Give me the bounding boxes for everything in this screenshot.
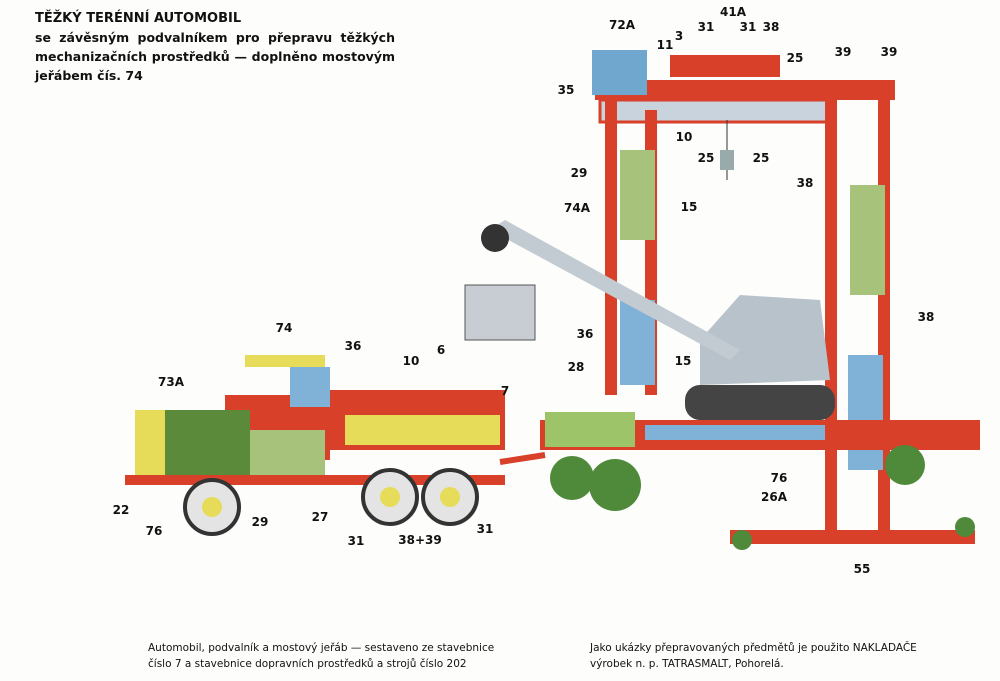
part-label: 7 (500, 384, 510, 398)
part-label: 38 (762, 20, 780, 34)
part-label: 74A (564, 201, 590, 215)
part-label: 28 (567, 360, 585, 374)
part-label: 73A (158, 375, 184, 389)
part-label: 27 (311, 510, 329, 524)
part-label: 25 (697, 151, 715, 165)
part-label: 31 (476, 522, 494, 536)
part-label: 36 (576, 327, 594, 341)
part-label: 41A (720, 5, 746, 19)
part-label: 39 (834, 45, 852, 59)
part-label: 76 (770, 471, 788, 485)
truck (125, 355, 505, 536)
trailer (499, 412, 980, 511)
page-title: TĚŽKÝ TERÉNNÍ AUTOMOBIL (35, 11, 242, 26)
part-label: 25 (786, 51, 804, 65)
part-label: 74 (275, 321, 293, 335)
part-label: 31 (347, 534, 365, 548)
part-label: 72A (609, 18, 635, 32)
part-label: 76 (145, 524, 163, 538)
caption-left-line: číslo 7 a stavebnice dopravních prostřed… (148, 658, 467, 670)
part-label: 25 (752, 151, 770, 165)
part-label: 31 (739, 20, 757, 34)
part-label: 38+39 (398, 533, 442, 547)
part-label: 29 (570, 166, 588, 180)
part-label: 38 (796, 176, 814, 190)
page-subtitle: se závěsným podvalníkem pro přepravu těž… (35, 30, 395, 83)
part-label: 10 (402, 354, 420, 368)
part-label: 11 (656, 38, 674, 52)
part-label: 6 (436, 343, 446, 357)
part-label: 3 (674, 29, 684, 43)
caption-right-line: výrobek n. p. TATRASMALT, Pohorelá. (590, 658, 784, 670)
caption-left: Automobil, podvalník a mostový jeřáb — s… (148, 640, 494, 672)
caption-right: Jako ukázky přepravovaných předmětů je p… (590, 640, 917, 672)
part-label: 35 (557, 83, 575, 97)
part-label: 55 (853, 562, 871, 576)
loader (464, 220, 835, 420)
part-label: 39 (880, 45, 898, 59)
caption-right-line: Jako ukázky přepravovaných předmětů je p… (590, 642, 917, 654)
part-label: 38 (917, 310, 935, 324)
part-label: 10 (675, 130, 693, 144)
caption-left-line: Automobil, podvalník a mostový jeřáb — s… (148, 642, 495, 654)
part-label: 15 (674, 354, 692, 368)
part-label: 26A (761, 490, 787, 504)
part-label: 31 (697, 20, 715, 34)
part-label: 15 (680, 200, 698, 214)
part-label: 36 (344, 339, 362, 353)
part-label: 29 (251, 515, 269, 529)
part-label: 22 (112, 503, 130, 517)
